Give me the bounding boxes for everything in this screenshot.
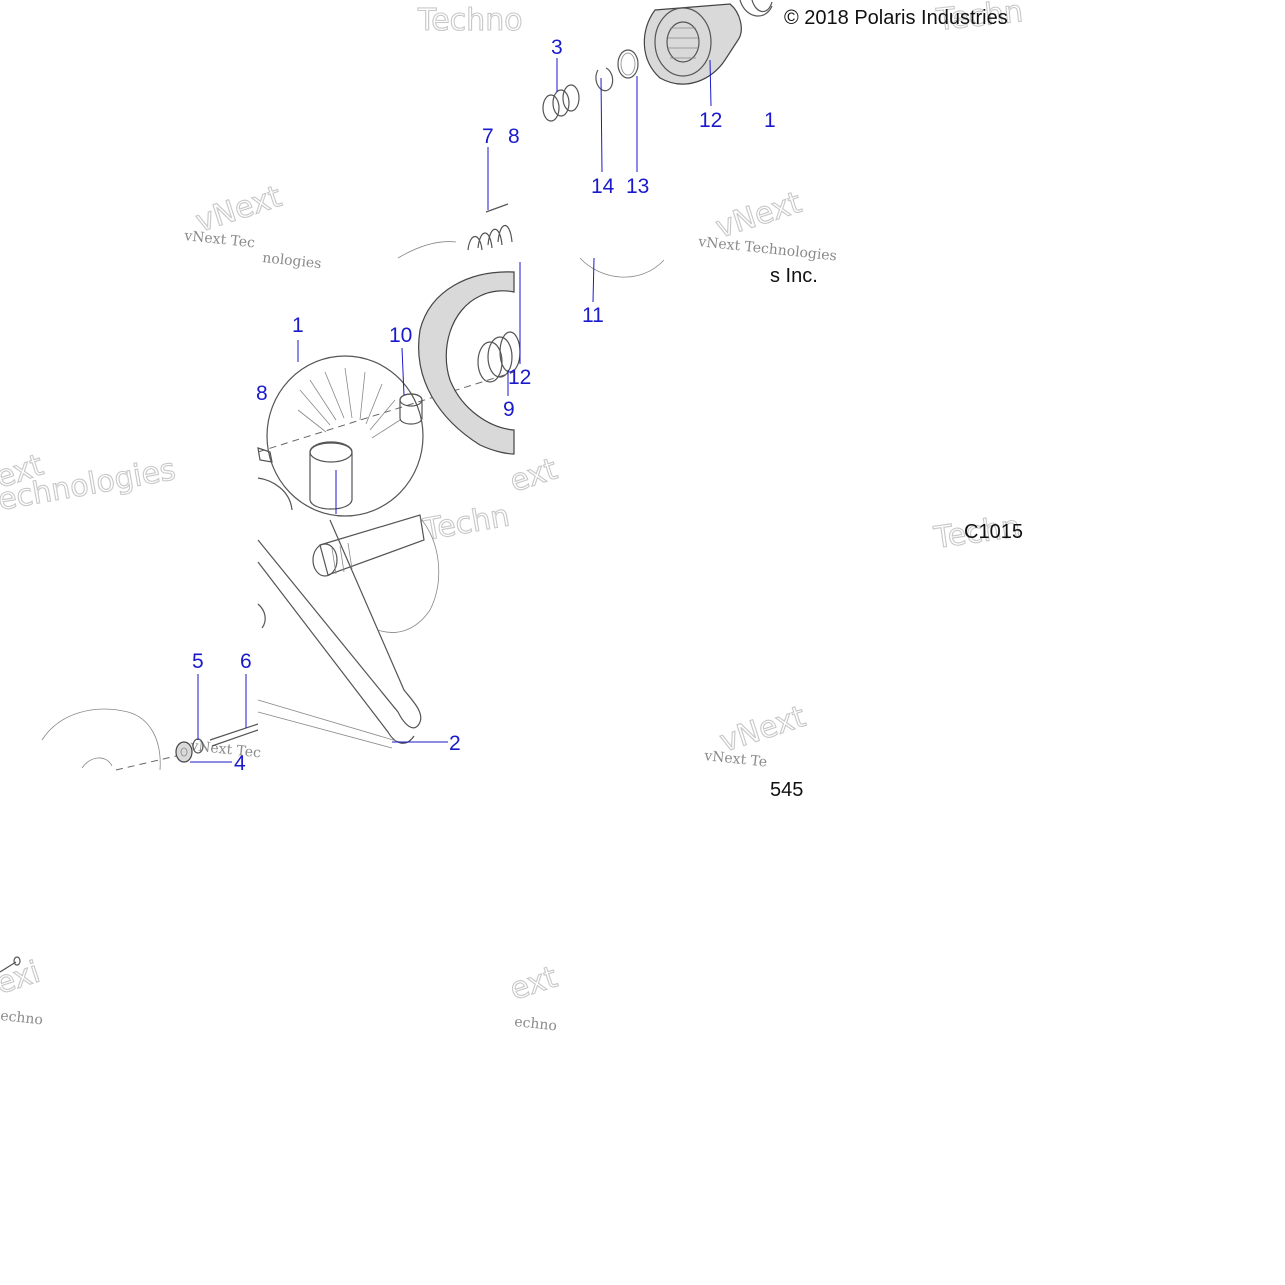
callout-16[interactable]: 1: [764, 109, 776, 132]
part-sheave-edge-lower: [41, 708, 161, 771]
watermark-text: vNext Tec: [183, 228, 256, 251]
diagram-code: C1015: [964, 521, 1023, 543]
watermark-fragment: Techn: [420, 498, 512, 548]
part-spring-edge: [257, 477, 293, 511]
callout-5[interactable]: 5: [192, 650, 204, 673]
centre-axis: [257, 371, 515, 453]
part-10-bushing[interactable]: [399, 393, 423, 425]
part-11-sheave-edge: [579, 257, 665, 278]
part-edge-lower: [81, 757, 113, 769]
part-fixed-sheave: [377, 517, 440, 633]
callout-2[interactable]: 2: [449, 732, 461, 755]
bottom-left-fragment: [0, 956, 21, 973]
diagram-code-fragment: 545: [770, 779, 803, 801]
callout-6[interactable]: 6: [240, 650, 252, 673]
watermark-text: vNext Te: [703, 748, 768, 771]
part-2-belt[interactable]: [257, 519, 422, 749]
callout-13[interactable]: 12: [699, 109, 722, 132]
middle-tile: 1 10 12 9 8 2 C1015: [256, 262, 1023, 755]
part-6-bolt[interactable]: [209, 723, 259, 747]
callout-8a[interactable]: 8: [508, 125, 520, 148]
callout-4[interactable]: 4: [234, 752, 246, 775]
watermark-text: nologies: [262, 250, 323, 272]
part-12-sheave[interactable]: [418, 271, 515, 455]
part-8-spring-upper[interactable]: [467, 224, 513, 251]
part-pin-head: [13, 956, 21, 966]
part-6-shaft[interactable]: [312, 514, 425, 577]
part-9-spring[interactable]: [477, 331, 521, 383]
part-13-helix[interactable]: [643, 3, 742, 85]
callout-15[interactable]: 14: [591, 175, 615, 198]
callout-8b[interactable]: 8: [256, 382, 268, 405]
part-7-pin[interactable]: [485, 203, 509, 213]
watermark-text: vNext Tec: [189, 738, 262, 761]
part-4-washer[interactable]: [175, 741, 193, 763]
callout-11[interactable]: 11: [582, 304, 604, 327]
callout-10[interactable]: 10: [389, 324, 412, 347]
callout-7[interactable]: 7: [482, 125, 494, 148]
callout-3[interactable]: 3: [551, 36, 563, 59]
watermark-text: vNext Technologies: [697, 234, 838, 265]
part-14-ring-inner: [620, 52, 636, 76]
leader-11: [592, 257, 595, 303]
copyright-line1: © 2018 Polaris Industries: [784, 7, 1008, 29]
top-tile: 3 14 13 12 1 7 8 11 © 2018 Polaris Indus…: [397, 0, 1008, 327]
callout-1[interactable]: 1: [292, 314, 304, 337]
watermark-fragment: Techno: [417, 3, 523, 38]
part-pin-fragment[interactable]: [0, 961, 17, 973]
part-15-clip[interactable]: [595, 67, 614, 92]
callout-9[interactable]: 9: [503, 398, 515, 421]
watermark-layer: Techno Techn vNext vNext Tec nologies vN…: [0, 0, 1025, 1034]
part-16-spring[interactable]: [739, 0, 773, 17]
part-edge-left: [257, 603, 266, 629]
leader-15: [600, 77, 603, 173]
part-14-ring[interactable]: [617, 49, 639, 79]
callout-14[interactable]: 13: [626, 175, 649, 198]
callout-12[interactable]: 12: [508, 366, 531, 389]
lower-left-tile: 5 6 4 545: [41, 650, 803, 801]
lower-axis: [115, 755, 177, 771]
leader-10: [401, 347, 405, 396]
part-8-button[interactable]: [257, 447, 273, 463]
watermark-fragment: ext: [506, 452, 562, 500]
part-edge: [397, 241, 457, 259]
watermark-fragment: ext: [506, 960, 562, 1008]
copyright-line2: s Inc.: [770, 265, 818, 287]
part-1-sheave[interactable]: [266, 355, 424, 517]
watermark-text: echno: [514, 1014, 558, 1034]
watermark-fragment: exi: [0, 955, 44, 1002]
watermark-text: echno: [0, 1008, 44, 1028]
leader-13: [709, 59, 712, 107]
part-3-washers[interactable]: [542, 84, 580, 122]
